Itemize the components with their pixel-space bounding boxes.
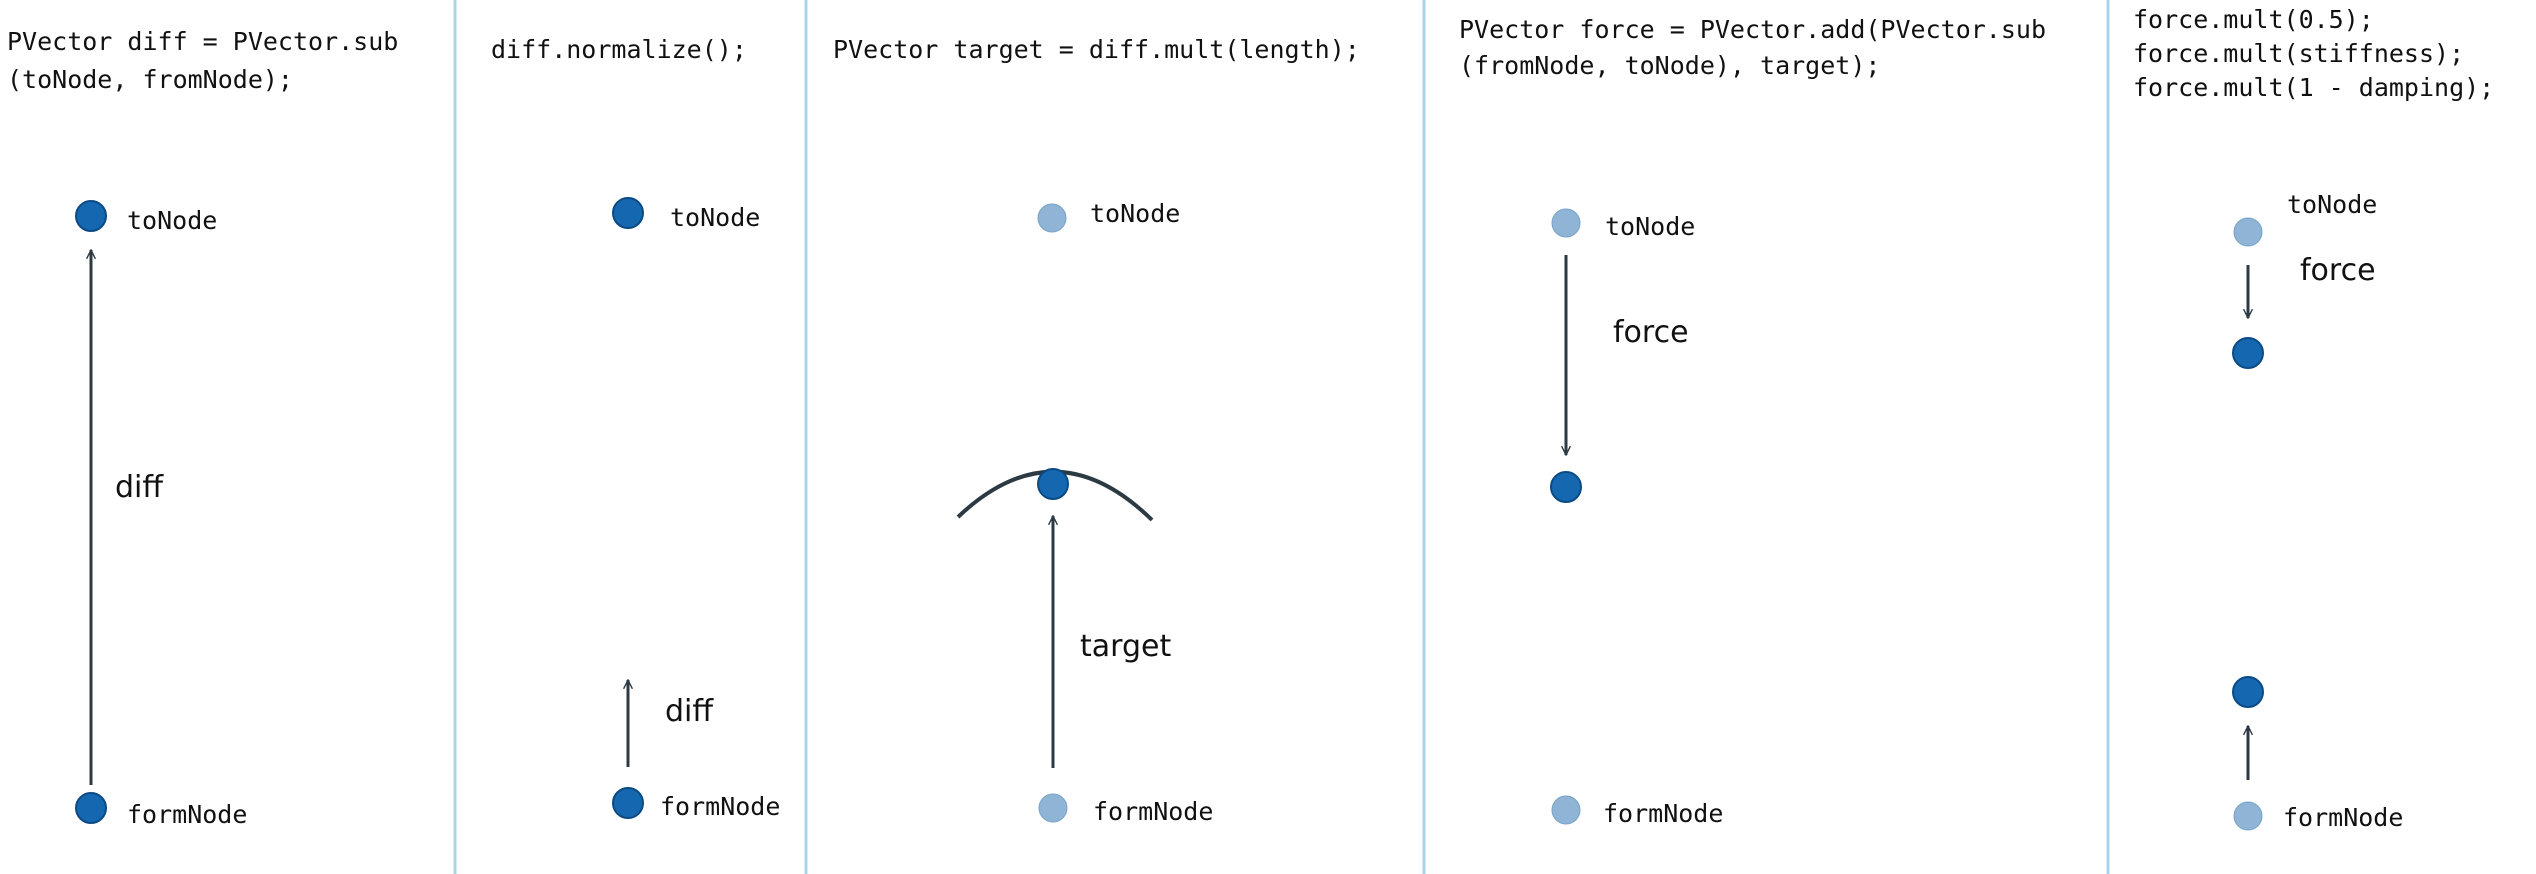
- panel-4-force-label: force: [1613, 315, 1689, 350]
- panel-5-to-node-moved: [2232, 337, 2264, 369]
- panel-1-code-line-2: (toNode, fromNode);: [7, 65, 293, 94]
- panel-4-force: PVector force = PVector.add(PVector.sub …: [1459, 15, 2046, 828]
- panel-3-code-line-1: PVector target = diff.mult(length);: [833, 35, 1360, 64]
- panel-5-from-node: [2233, 801, 2263, 831]
- panel-3-target-label: target: [1080, 629, 1171, 664]
- panel-5-to-node-label: toNode: [2287, 190, 2377, 219]
- panel-4-from-node: [1551, 795, 1581, 825]
- panel-2-diff-label: diff: [665, 694, 714, 729]
- panel-1-from-node: [75, 792, 107, 824]
- panel-1-from-node-label: formNode: [127, 800, 247, 829]
- panel-2-from-node: [612, 787, 644, 819]
- panel-3-to-node: [1037, 203, 1067, 233]
- panel-2-code-line-1: diff.normalize();: [491, 35, 747, 64]
- panel-3-target-point: [1037, 468, 1069, 500]
- panel-4-from-node-label: formNode: [1603, 799, 1723, 828]
- panel-4-force-point: [1550, 471, 1582, 503]
- panel-2-from-node-label: formNode: [660, 792, 780, 821]
- panel-3-to-node-label: toNode: [1090, 199, 1180, 228]
- panel-5-from-node-moved: [2232, 676, 2264, 708]
- panel-4-code-line-1: PVector force = PVector.add(PVector.sub: [1459, 15, 2046, 44]
- panel-2-to-node-label: toNode: [670, 203, 760, 232]
- panel-5-code-line-3: force.mult(1 - damping);: [2133, 73, 2494, 102]
- panel-3-from-node: [1038, 793, 1068, 823]
- panel-5-from-node-label: formNode: [2283, 803, 2403, 832]
- panel-1-to-node-label: toNode: [127, 206, 217, 235]
- panel-5-code-line-2: force.mult(stiffness);: [2133, 39, 2464, 68]
- panel-1-to-node: [75, 200, 107, 232]
- panel-4-to-node-label: toNode: [1605, 212, 1695, 241]
- panel-4-to-node: [1551, 208, 1581, 238]
- panel-5-code-line-1: force.mult(0.5);: [2133, 5, 2374, 34]
- panel-3-target: PVector target = diff.mult(length); toNo…: [833, 35, 1360, 826]
- panel-1-diff-subtraction: PVector diff = PVector.sub (toNode, from…: [7, 27, 398, 829]
- panel-2-to-node: [612, 197, 644, 229]
- panel-5-force-label: force: [2300, 253, 2376, 288]
- panel-4-code-line-2: (fromNode, toNode), target);: [1459, 51, 1880, 80]
- panel-1-diff-label: diff: [115, 470, 164, 505]
- panel-3-from-node-label: formNode: [1093, 797, 1213, 826]
- panel-5-to-node: [2233, 217, 2263, 247]
- panel-2-normalize: diff.normalize(); toNode formNode diff: [491, 35, 780, 821]
- panel-1-code-line-1: PVector diff = PVector.sub: [7, 27, 398, 56]
- panel-5-damping: force.mult(0.5); force.mult(stiffness); …: [2133, 5, 2494, 832]
